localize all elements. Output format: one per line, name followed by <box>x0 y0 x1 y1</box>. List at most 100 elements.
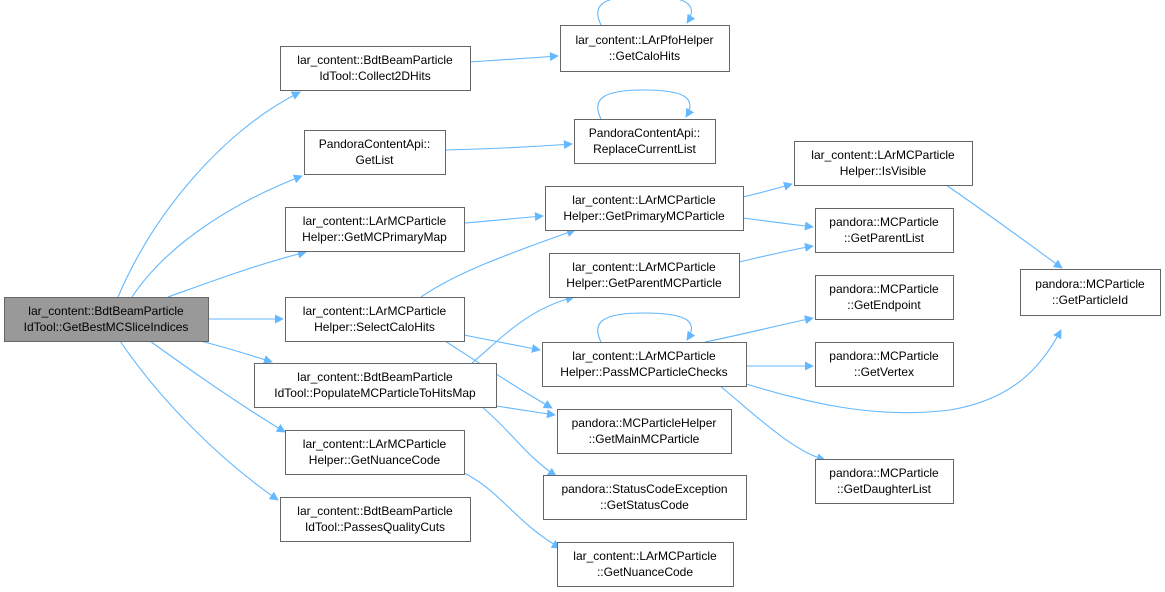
node-label-line: ::GetEndpoint <box>847 298 921 312</box>
node-getvertex[interactable]: pandora::MCParticle::GetVertex <box>815 342 954 387</box>
node-box[interactable] <box>815 342 954 387</box>
node-passmcchecks[interactable]: lar_content::LArMCParticleHelper::PassMC… <box>542 342 747 387</box>
node-box[interactable] <box>545 186 744 231</box>
node-box[interactable] <box>285 207 465 252</box>
node-isvisible[interactable]: lar_content::LArMCParticleHelper::IsVisi… <box>794 141 973 186</box>
edge-passmcchecks-to-getendpoint <box>704 315 814 343</box>
node-label-line: pandora::MCParticle <box>1035 277 1145 291</box>
node-label-line: lar_content::LArMCParticle <box>303 437 447 451</box>
node-getnuancecode_p[interactable]: lar_content::LArMCParticle::GetNuanceCod… <box>557 542 734 587</box>
node-label-line: PandoraContentApi:: <box>319 137 430 151</box>
node-box[interactable] <box>304 130 446 175</box>
node-label-line: lar_content::BdtBeamParticle <box>297 504 453 518</box>
edge-collect2d-to-getcalohits <box>469 52 559 63</box>
node-label-line: IdTool::PassesQualityCuts <box>305 520 445 534</box>
edge-replacecurrent-to-replacecurrent <box>597 89 695 120</box>
node-label-line: lar_content::BdtBeamParticle <box>28 304 184 318</box>
node-box[interactable] <box>815 459 954 504</box>
node-selectcalohits[interactable]: lar_content::LArMCParticleHelper::Select… <box>285 297 465 342</box>
edge-getprimarymc-to-getparentlist <box>742 217 814 231</box>
node-box[interactable] <box>815 275 954 320</box>
node-label-line: IdTool::Collect2DHits <box>319 69 430 83</box>
node-box[interactable] <box>1020 269 1161 316</box>
node-label-line: IdTool::PopulateMCParticleToHitsMap <box>274 386 476 400</box>
node-box[interactable] <box>285 297 465 342</box>
node-box[interactable] <box>280 46 471 91</box>
node-getcalohits[interactable]: lar_content::LArPfoHelper::GetCaloHits <box>560 25 730 72</box>
node-label-line: lar_content::LArMCParticle <box>811 148 955 162</box>
node-label-line: ReplaceCurrentList <box>593 142 696 156</box>
edge-getmcprimarymap-to-getprimarymc <box>463 212 544 224</box>
node-box[interactable] <box>285 430 465 475</box>
node-replacecurrent[interactable]: PandoraContentApi::ReplaceCurrentList <box>574 119 716 164</box>
node-collect2d[interactable]: lar_content::BdtBeamParticleIdTool::Coll… <box>280 46 471 91</box>
node-getprimarymc[interactable]: lar_content::LArMCParticleHelper::GetPri… <box>545 186 744 231</box>
node-label-line: ::GetVertex <box>854 365 914 379</box>
edge-getprimarymc-to-isvisible <box>742 181 793 198</box>
edge-root-to-collect2d <box>117 91 301 298</box>
edge-root-to-passesquality <box>119 340 279 501</box>
edge-getparentmc-to-getparentlist <box>738 242 814 263</box>
edge-populate-to-getstatuscode <box>481 406 557 477</box>
edge-root-to-populate <box>199 340 273 364</box>
node-label-line: lar_content::LArMCParticle <box>572 193 716 207</box>
node-getdaughterlist[interactable]: pandora::MCParticle::GetDaughterList <box>815 459 954 504</box>
node-label-line: lar_content::LArPfoHelper <box>575 33 713 47</box>
node-label-line: lar_content::LArMCParticle <box>303 214 447 228</box>
node-label-line: Helper::PassMCParticleChecks <box>560 365 727 379</box>
edge-root-to-getnuancecode_h <box>149 340 286 433</box>
node-passesquality[interactable]: lar_content::BdtBeamParticleIdTool::Pass… <box>280 497 471 542</box>
node-box[interactable] <box>542 342 747 387</box>
edge-populate-to-getparentmc <box>471 294 575 364</box>
node-label-line: Helper::GetParentMCParticle <box>566 276 722 290</box>
node-getnuancecode_h[interactable]: lar_content::LArMCParticleHelper::GetNua… <box>285 430 465 475</box>
edge-selectcalohits-to-passmcchecks <box>463 334 541 353</box>
node-label-line: Helper::GetMCPrimaryMap <box>302 230 447 244</box>
edge-selectcalohits-to-getmainmc <box>444 340 553 409</box>
node-label-line: Helper::GetPrimaryMCParticle <box>563 209 725 223</box>
node-box[interactable] <box>254 363 497 408</box>
node-getmainmc[interactable]: pandora::MCParticleHelper::GetMainMCPart… <box>557 409 732 454</box>
node-getmcprimarymap[interactable]: lar_content::LArMCParticleHelper::GetMCP… <box>285 207 465 252</box>
node-box[interactable] <box>280 497 471 542</box>
node-label-line: ::GetCaloHits <box>609 49 680 63</box>
node-getlist[interactable]: PandoraContentApi::GetList <box>304 130 446 175</box>
node-box[interactable] <box>557 542 734 587</box>
edge-root-to-getlist <box>131 174 303 298</box>
node-box[interactable] <box>557 409 732 454</box>
edge-getnuancecode_h-to-getnuancecode_p <box>461 471 561 549</box>
node-label-line: ::GetParticleId <box>1052 293 1128 307</box>
edge-isvisible-to-getparticleid <box>945 184 1063 269</box>
node-box[interactable] <box>543 475 747 520</box>
node-getstatuscode[interactable]: pandora::StatusCodeException::GetStatusC… <box>543 475 747 520</box>
node-box[interactable] <box>549 253 740 298</box>
node-label-line: GetList <box>355 153 394 167</box>
node-root[interactable]: lar_content::BdtBeamParticleIdTool::GetB… <box>4 297 209 342</box>
edge-passmcchecks-to-passmcchecks <box>597 312 696 343</box>
node-box[interactable] <box>574 119 716 164</box>
edge-root-to-getmcprimarymap <box>167 249 307 298</box>
node-label-line: ::GetMainMCParticle <box>589 432 700 446</box>
node-label-line: lar_content::BdtBeamParticle <box>297 53 453 67</box>
node-getparentlist[interactable]: pandora::MCParticle::GetParentList <box>815 208 954 253</box>
node-label-line: Helper::SelectCaloHits <box>314 320 435 334</box>
node-label-line: lar_content::LArMCParticle <box>573 549 717 563</box>
node-box[interactable] <box>815 208 954 253</box>
node-label-line: lar_content::BdtBeamParticle <box>297 370 453 384</box>
node-label-line: Helper::IsVisible <box>840 164 927 178</box>
node-label-line: IdTool::GetBestMCSliceIndices <box>24 320 189 334</box>
node-label-line: ::GetDaughterList <box>837 482 932 496</box>
node-label-line: pandora::MCParticle <box>829 349 939 363</box>
edge-passmcchecks-to-getparticleid <box>745 329 1062 414</box>
node-box[interactable] <box>560 25 730 72</box>
edge-populate-to-getmainmc <box>495 405 556 419</box>
node-getparentmc[interactable]: lar_content::LArMCParticleHelper::GetPar… <box>549 253 740 298</box>
node-label-line: Helper::GetNuanceCode <box>309 453 441 467</box>
node-box[interactable] <box>794 141 973 186</box>
node-populate[interactable]: lar_content::BdtBeamParticleIdTool::Popu… <box>254 363 497 408</box>
node-label-line: ::GetParentList <box>844 231 925 245</box>
node-box[interactable] <box>4 297 209 342</box>
node-getparticleid[interactable]: pandora::MCParticle::GetParticleId <box>1020 269 1161 316</box>
node-getendpoint[interactable]: pandora::MCParticle::GetEndpoint <box>815 275 954 320</box>
